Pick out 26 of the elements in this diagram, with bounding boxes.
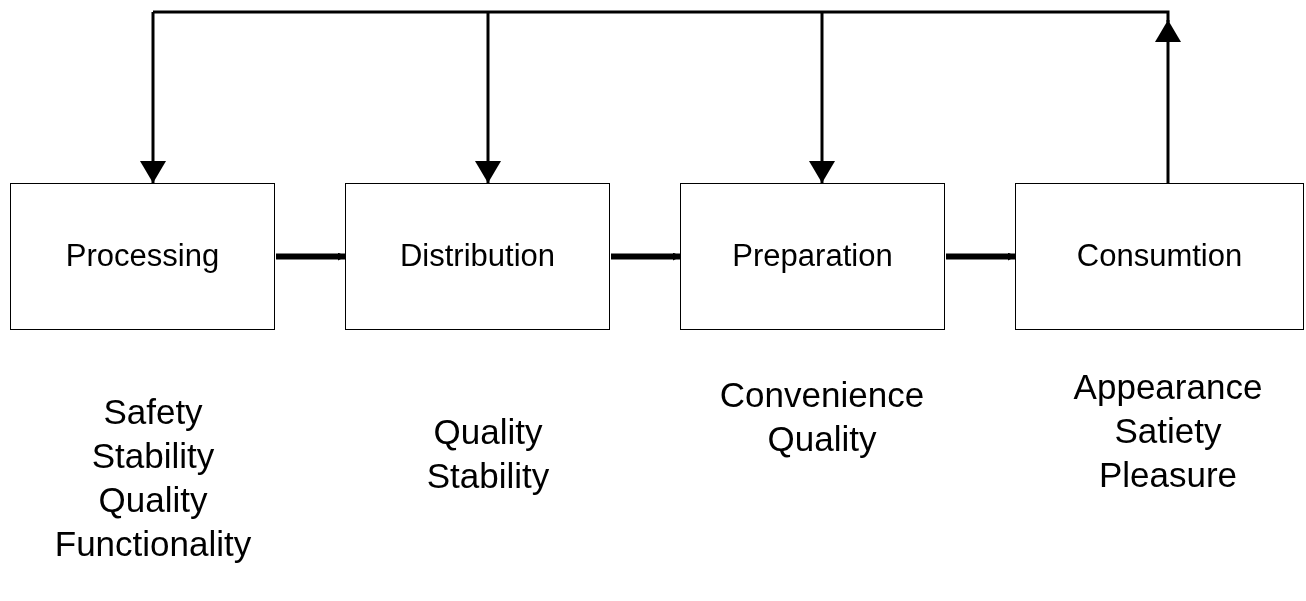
attribute-text: Safety (103, 391, 203, 433)
arrow (276, 252, 346, 261)
attribute-text: Pleasure (1098, 454, 1238, 496)
attribute-text: Functionality (54, 523, 252, 565)
arrow (140, 12, 166, 183)
box-label: Preparation (732, 237, 893, 276)
process-box (345, 183, 610, 330)
process-box (680, 183, 945, 330)
box-label: Consumtion (1076, 237, 1243, 276)
arrow (475, 12, 501, 183)
attribute-text: Stability (91, 435, 215, 477)
attribute-text: Quality (767, 418, 877, 460)
feedback-trunk (153, 10, 1181, 183)
arrow (809, 12, 835, 183)
arrow (946, 252, 1016, 261)
box-label: Processing (65, 237, 220, 276)
attribute-text: Stability (426, 455, 550, 497)
attribute-text: Quality (433, 411, 543, 453)
arrow (611, 252, 681, 261)
process-box (1015, 183, 1304, 330)
attribute-text: Appearance (1073, 366, 1263, 408)
attribute-text: Quality (98, 479, 208, 521)
attribute-text: Convenience (719, 374, 925, 416)
attribute-text: Satiety (1114, 410, 1222, 452)
process-box (10, 183, 275, 330)
box-label: Distribution (399, 237, 556, 276)
